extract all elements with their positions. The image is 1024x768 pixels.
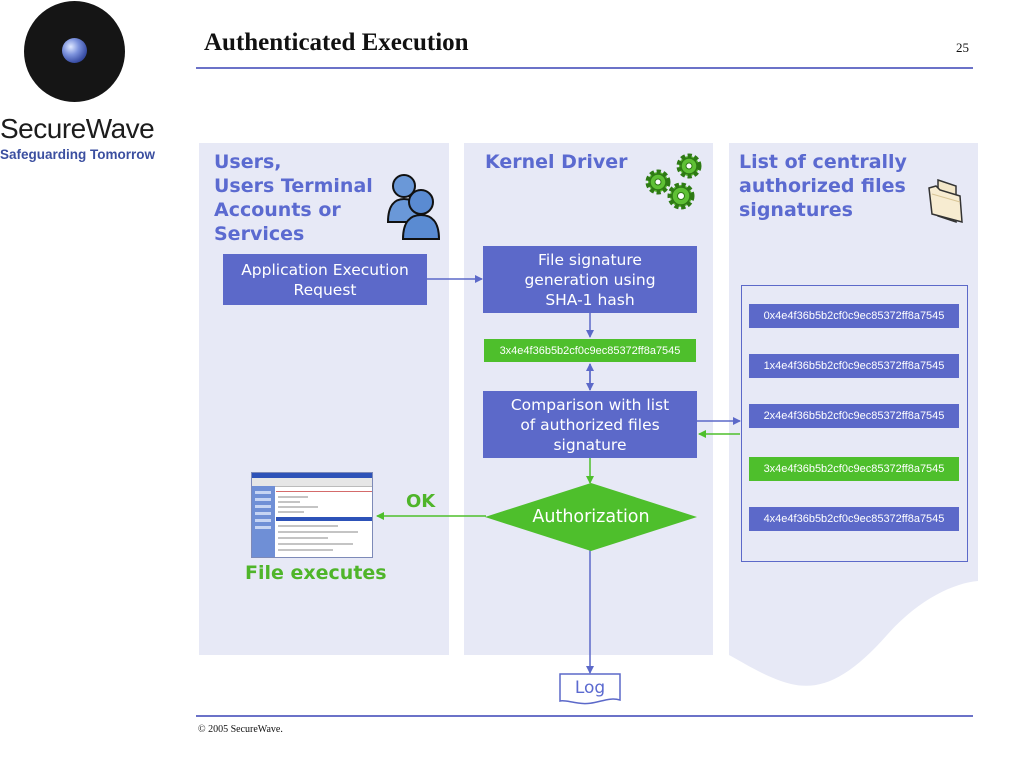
users-heading: Users, Users Terminal Accounts or Servic… bbox=[214, 151, 373, 245]
title-divider bbox=[196, 67, 973, 69]
gears-icon bbox=[645, 153, 702, 210]
slide-title: Authenticated Execution bbox=[204, 29, 469, 56]
signature-list-item: 0x4e4f36b5b2cf0c9ec85372ff8a7545 bbox=[749, 304, 959, 328]
signature-list-item: 1x4e4f36b5b2cf0c9ec85372ff8a7545 bbox=[749, 354, 959, 378]
signature-list-item: 4x4e4f36b5b2cf0c9ec85372ff8a7545 bbox=[749, 507, 959, 531]
copyright-text: © 2005 SecureWave. bbox=[198, 724, 283, 735]
signature-list-item: 2x4e4f36b5b2cf0c9ec85372ff8a7545 bbox=[749, 404, 959, 428]
application-execution-request-box: Application Execution Request bbox=[223, 254, 427, 305]
logo-name: SecureWave bbox=[0, 113, 155, 144]
ok-label: OK bbox=[406, 491, 436, 512]
page-number: 25 bbox=[956, 40, 969, 55]
logo-tagline: Safeguarding Tomorrow bbox=[0, 147, 156, 162]
signature-generation-box: File signature generation using SHA-1 ha… bbox=[483, 246, 697, 313]
footer-divider bbox=[196, 715, 973, 717]
log-document-shape bbox=[559, 673, 621, 705]
application-window-thumbnail bbox=[251, 472, 373, 558]
file-executes-label: File executes bbox=[245, 562, 387, 584]
computed-hash-box: 3x4e4f36b5b2cf0c9ec85372ff8a7545 bbox=[484, 339, 696, 362]
folder-icon bbox=[928, 178, 963, 224]
authorization-diamond bbox=[485, 483, 697, 551]
signature-list-item-match: 3x4e4f36b5b2cf0c9ec85372ff8a7545 bbox=[749, 457, 959, 481]
kernel-heading: Kernel Driver bbox=[485, 151, 628, 173]
log-label: Log bbox=[574, 678, 606, 698]
users-icon bbox=[386, 174, 441, 240]
authorization-label: Authorization bbox=[532, 507, 650, 527]
logo-sphere-icon bbox=[62, 38, 87, 63]
list-heading: List of centrally authorized files signa… bbox=[739, 151, 907, 221]
comparison-box: Comparison with list of authorized files… bbox=[483, 391, 697, 458]
